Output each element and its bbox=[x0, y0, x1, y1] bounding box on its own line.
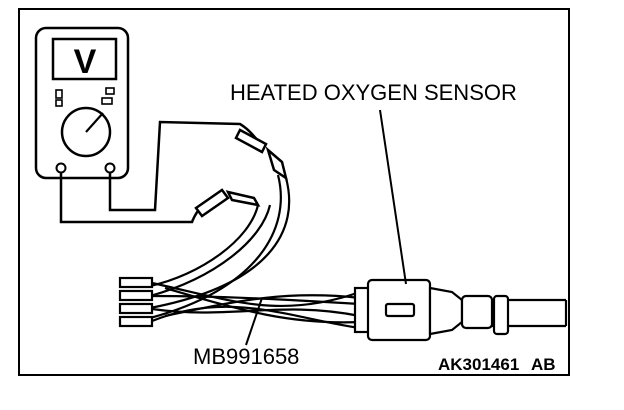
multimeter-dial bbox=[60, 106, 112, 158]
lead-black bbox=[59, 172, 207, 224]
multimeter-dial-pointer bbox=[85, 112, 104, 133]
harness-wire-3 bbox=[149, 177, 291, 310]
multimeter-range-mark-right bbox=[105, 87, 115, 95]
multimeter-range-mark-right-2 bbox=[101, 97, 113, 105]
connector-latch bbox=[384, 302, 416, 318]
label-heated-oxygen-sensor: HEATED OXYGEN SENSOR bbox=[230, 80, 517, 105]
multimeter-jack-com bbox=[55, 162, 67, 174]
harness-wire-4 bbox=[149, 174, 282, 320]
probe-clip-b bbox=[234, 128, 288, 181]
bundle-wire-5 bbox=[164, 286, 361, 324]
figure-id: AK301461 bbox=[438, 355, 519, 374]
figure-suffix: AB bbox=[531, 355, 556, 374]
leader-tool bbox=[245, 297, 263, 346]
leader-sensor bbox=[379, 109, 407, 285]
sensor-clamp bbox=[492, 294, 510, 336]
label-mb991658: MB991658 bbox=[193, 344, 299, 369]
figure-frame bbox=[18, 8, 570, 376]
harness-left-pins bbox=[118, 276, 154, 328]
test-harness bbox=[118, 174, 361, 330]
probe-clip-a bbox=[194, 188, 261, 218]
bundle-wire-1 bbox=[151, 281, 361, 307]
connector-mating-half bbox=[428, 286, 464, 336]
sensor-harness bbox=[492, 294, 568, 336]
connector-rear-pins bbox=[460, 294, 494, 330]
multimeter bbox=[34, 26, 130, 180]
test-leads bbox=[59, 120, 288, 224]
multimeter-jack-v bbox=[104, 162, 116, 174]
multimeter-display bbox=[51, 37, 118, 81]
harness-wire-1 bbox=[149, 204, 260, 288]
sensor-connector bbox=[353, 278, 494, 342]
bundle-wire-6 bbox=[164, 294, 361, 318]
multimeter-range-mark-left bbox=[55, 89, 63, 99]
multimeter-body bbox=[34, 26, 130, 180]
multimeter-display-symbol: V bbox=[74, 43, 97, 81]
multimeter-range-mark-left-2 bbox=[55, 99, 63, 107]
